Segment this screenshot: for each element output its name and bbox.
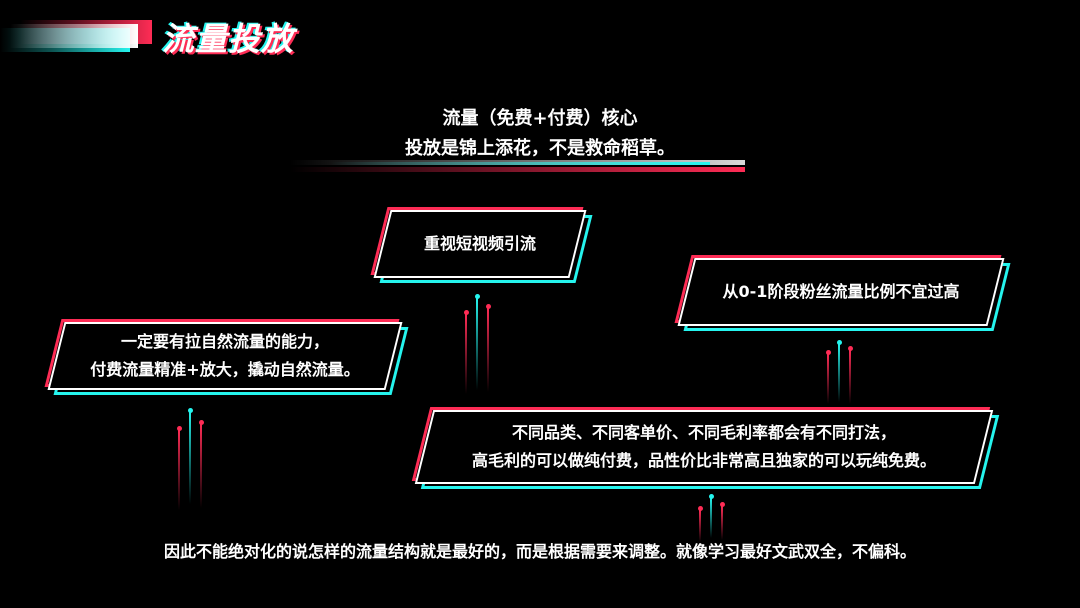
box-category-line-2: 高毛利的可以做纯付费，品性价比非常高且独家的可以玩纯免费。 bbox=[471, 451, 936, 470]
intro-text: 流量（免费+付费）核心 投放是锦上添花，不是救命稻草。 bbox=[0, 104, 1080, 164]
box-category-line-1: 不同品类、不同客单价、不同毛利率都会有不同打法， bbox=[511, 423, 896, 442]
box-natural-traffic-line-2: 付费流量精准+放大，撬动自然流量。 bbox=[90, 360, 360, 379]
box-short-video-text: 重视短视频引流 bbox=[423, 234, 536, 253]
header-accent-white bbox=[10, 24, 138, 48]
intro-line-1: 流量（免费+付费）核心 bbox=[442, 108, 638, 129]
intro-underline-cyan bbox=[330, 162, 710, 165]
intro-underline-red bbox=[290, 167, 745, 172]
box-fan-ratio: 从0-1阶段粉丝流量比例不宜过高 bbox=[674, 255, 1011, 331]
box-natural-traffic: 一定要有拉自然流量的能力， 付费流量精准+放大，撬动自然流量。 bbox=[44, 319, 409, 395]
box-fan-ratio-text: 从0-1阶段粉丝流量比例不宜过高 bbox=[722, 282, 960, 301]
box-natural-traffic-line-1: 一定要有拉自然流量的能力， bbox=[120, 332, 329, 351]
intro-line-2: 投放是锦上添花，不是救命稻草。 bbox=[405, 138, 675, 159]
box-category-strategy: 不同品类、不同客单价、不同毛利率都会有不同打法， 高毛利的可以做纯付费，品性价比… bbox=[411, 407, 1000, 489]
conclusion-text: 因此不能绝对化的说怎样的流量结构就是最好的，而是根据需要来调整。就像学习最好文武… bbox=[163, 542, 916, 561]
page-title: 流量投放 bbox=[162, 20, 295, 58]
box-short-video: 重视短视频引流 bbox=[370, 207, 593, 283]
